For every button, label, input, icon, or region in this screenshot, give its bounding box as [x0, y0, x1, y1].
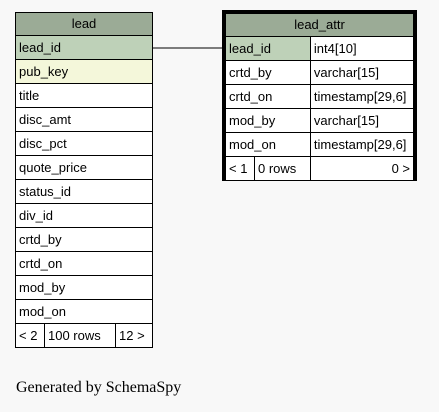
column-mod-by[interactable]: mod_by: [15, 275, 153, 300]
column-mod-on[interactable]: mod_on: [15, 299, 153, 324]
column-status-id[interactable]: status_id: [15, 179, 153, 204]
attr-type-mod-by: varchar[15]: [309, 108, 415, 133]
column-quote-price[interactable]: quote_price: [15, 155, 153, 180]
generated-by-text: Generated by SchemaSpy: [16, 379, 182, 396]
table-lead-attr-title[interactable]: lead_attr: [225, 13, 414, 37]
column-div-id[interactable]: div_id: [15, 203, 153, 228]
lead-row-count: 100 rows: [44, 323, 116, 348]
lead-attr-row-count: 0 rows: [254, 156, 311, 181]
lead-parents-link[interactable]: < 2: [15, 323, 45, 348]
column-disc-amt[interactable]: disc_amt: [15, 107, 153, 132]
lead-children-link[interactable]: 12 >: [115, 323, 153, 348]
attr-type-mod-on: timestamp[29,6]: [309, 132, 415, 157]
lead-attr-parents-link[interactable]: < 1: [225, 156, 255, 181]
column-pub-key[interactable]: pub_key: [15, 59, 153, 84]
lead-attr-children-link[interactable]: 0 >: [309, 156, 415, 181]
table-lead-attr-frame: lead_attr lead_id int4[10] crtd_by varch…: [222, 10, 417, 181]
attr-column-mod-by[interactable]: mod_by: [225, 108, 311, 133]
attr-type-lead-id: int4[10]: [309, 36, 415, 61]
column-disc-pct[interactable]: disc_pct: [15, 131, 153, 156]
column-title[interactable]: title: [15, 83, 153, 108]
attr-type-crtd-by: varchar[15]: [309, 60, 415, 85]
column-lead-id[interactable]: lead_id: [15, 35, 153, 60]
attr-column-crtd-on[interactable]: crtd_on: [225, 84, 311, 109]
table-lead-attr: lead_attr lead_id int4[10] crtd_by varch…: [225, 13, 415, 181]
attr-column-mod-on[interactable]: mod_on: [225, 132, 311, 157]
attr-type-crtd-on: timestamp[29,6]: [309, 84, 415, 109]
attr-column-lead-id[interactable]: lead_id: [225, 36, 311, 61]
table-lead-title[interactable]: lead: [15, 12, 153, 36]
column-crtd-by[interactable]: crtd_by: [15, 227, 153, 252]
table-lead: lead lead_id pub_key title disc_amt disc…: [15, 12, 153, 348]
column-crtd-on[interactable]: crtd_on: [15, 251, 153, 276]
attr-column-crtd-by[interactable]: crtd_by: [225, 60, 311, 85]
